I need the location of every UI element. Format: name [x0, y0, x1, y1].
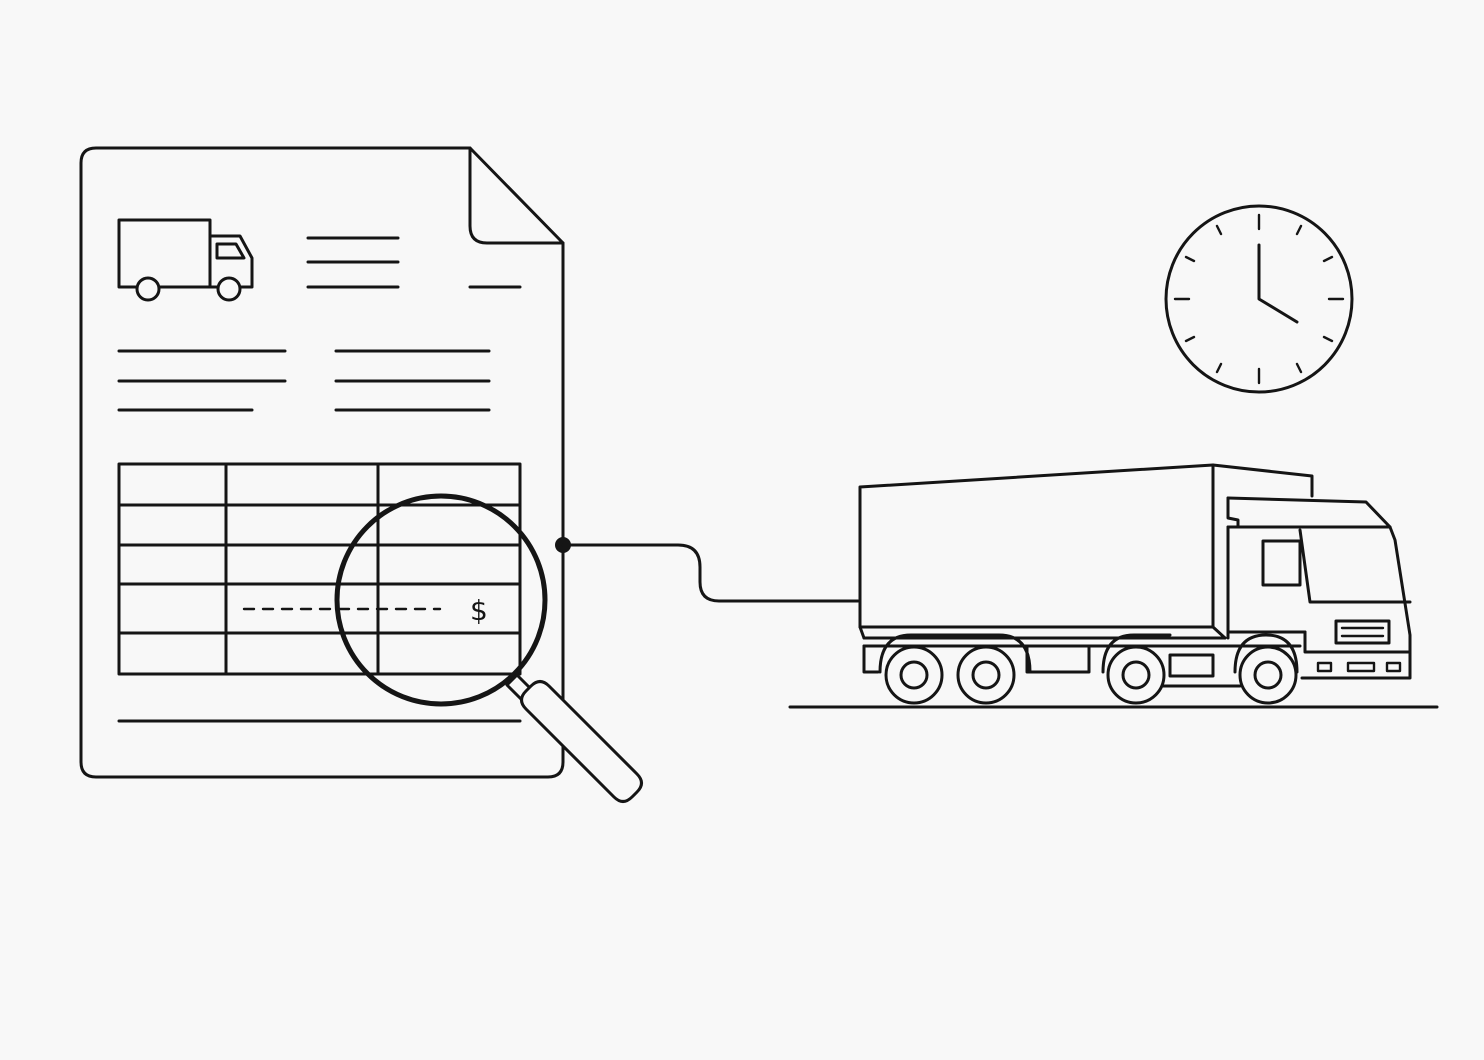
semi-truck-icon: [788, 463, 1439, 709]
connector-line: [555, 537, 860, 603]
magnifying-glass-icon: [334, 493, 643, 803]
clock-icon: [1164, 204, 1354, 394]
header-text-lines: [306, 236, 522, 289]
invoice-document-icon: $: [79, 146, 565, 779]
delivery-truck-icon: [117, 218, 254, 302]
invoice-table: [117, 462, 522, 676]
currency-symbol: $: [470, 594, 488, 627]
address-text-lines: [117, 349, 491, 412]
truck-wheels: [884, 645, 1298, 705]
clock-hands: [1257, 243, 1299, 324]
